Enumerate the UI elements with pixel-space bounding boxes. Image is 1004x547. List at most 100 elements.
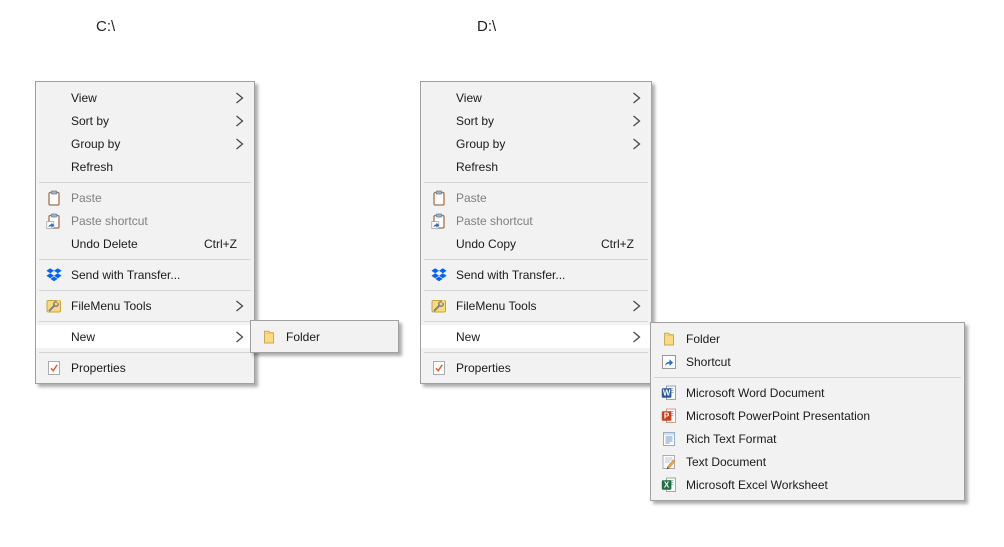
transfer-icon bbox=[431, 267, 447, 283]
icon-placeholder bbox=[46, 329, 62, 345]
icon-placeholder bbox=[431, 90, 447, 106]
chevron-right-icon bbox=[235, 300, 244, 312]
svg-text:P: P bbox=[664, 411, 670, 420]
menu-item-folder[interactable]: Folder bbox=[651, 327, 964, 350]
menu-item-label: Folder bbox=[286, 329, 321, 344]
menu-item-label: FileMenu Tools bbox=[71, 298, 152, 313]
menu-item-label: View bbox=[71, 90, 97, 105]
transfer-icon bbox=[46, 267, 62, 283]
menu-separator bbox=[39, 320, 251, 322]
menu-item-sort-by[interactable]: Sort by bbox=[421, 109, 651, 132]
menu-item-label: New bbox=[71, 329, 96, 344]
new-submenu-c: Folder bbox=[250, 320, 399, 353]
chevron-right-icon bbox=[632, 331, 641, 343]
menu-item-paste: Paste bbox=[421, 186, 651, 209]
menu-item-sort-by[interactable]: Sort by bbox=[36, 109, 254, 132]
paste-shortcut-icon bbox=[431, 213, 447, 229]
menu-separator bbox=[39, 351, 251, 353]
icon-placeholder bbox=[46, 136, 62, 152]
menu-separator bbox=[39, 258, 251, 260]
icon-placeholder bbox=[431, 136, 447, 152]
menu-separator bbox=[424, 258, 648, 260]
word-icon: W bbox=[661, 385, 677, 401]
menu-item-label: Text Document bbox=[686, 454, 767, 469]
chevron-right-icon bbox=[632, 115, 641, 127]
chevron-right-icon bbox=[235, 331, 244, 343]
menu-item-label: View bbox=[456, 90, 482, 105]
menu-item-filemenu-tools[interactable]: FileMenu Tools bbox=[36, 294, 254, 317]
menu-separator bbox=[39, 181, 251, 183]
icon-placeholder bbox=[46, 159, 62, 175]
icon-placeholder bbox=[46, 90, 62, 106]
menu-item-label: Paste bbox=[456, 190, 487, 205]
properties-icon bbox=[46, 360, 62, 376]
menu-item-refresh[interactable]: Refresh bbox=[36, 155, 254, 178]
icon-placeholder bbox=[46, 113, 62, 129]
menu-item-label: Microsoft Word Document bbox=[686, 385, 825, 400]
menu-item-send-with-transfer[interactable]: Send with Transfer... bbox=[421, 263, 651, 286]
menu-item-label: Paste shortcut bbox=[456, 213, 533, 228]
menu-item-label: Undo Delete bbox=[71, 236, 138, 251]
icon-placeholder bbox=[431, 159, 447, 175]
menu-separator bbox=[424, 320, 648, 322]
menu-item-label: Properties bbox=[456, 360, 511, 375]
icon-placeholder bbox=[431, 236, 447, 252]
menu-item-paste-shortcut: Paste shortcut bbox=[36, 209, 254, 232]
menu-item-properties[interactable]: Properties bbox=[36, 356, 254, 379]
properties-icon bbox=[431, 360, 447, 376]
menu-item-properties[interactable]: Properties bbox=[421, 356, 651, 379]
chevron-right-icon bbox=[235, 92, 244, 104]
menu-item-label: FileMenu Tools bbox=[456, 298, 537, 313]
svg-text:W: W bbox=[663, 388, 671, 397]
chevron-right-icon bbox=[632, 92, 641, 104]
menu-item-label: Send with Transfer... bbox=[456, 267, 566, 282]
menu-item-group-by[interactable]: Group by bbox=[36, 132, 254, 155]
menu-item-rich-text-format[interactable]: Rich Text Format bbox=[651, 427, 964, 450]
paste-icon bbox=[46, 190, 62, 206]
menu-item-label: Refresh bbox=[456, 159, 499, 174]
menu-separator bbox=[424, 181, 648, 183]
menu-item-folder[interactable]: Folder bbox=[251, 325, 398, 348]
menu-item-send-with-transfer[interactable]: Send with Transfer... bbox=[36, 263, 254, 286]
rtf-icon bbox=[661, 431, 677, 447]
menu-item-label: Refresh bbox=[71, 159, 114, 174]
menu-item-filemenu-tools[interactable]: FileMenu Tools bbox=[421, 294, 651, 317]
menu-item-view[interactable]: View bbox=[421, 86, 651, 109]
paste-icon bbox=[431, 190, 447, 206]
menu-separator bbox=[39, 289, 251, 291]
menu-item-refresh[interactable]: Refresh bbox=[421, 155, 651, 178]
menu-item-shortcut[interactable]: Shortcut bbox=[651, 350, 964, 373]
folder-icon bbox=[661, 331, 677, 347]
drive-label-c: C:\ bbox=[96, 18, 116, 35]
menu-item-new[interactable]: New bbox=[36, 325, 254, 348]
text-document-icon bbox=[661, 454, 677, 470]
icon-placeholder bbox=[431, 329, 447, 345]
chevron-right-icon bbox=[235, 138, 244, 150]
menu-item-microsoft-excel-worksheet[interactable]: X Microsoft Excel Worksheet bbox=[651, 473, 964, 496]
menu-item-microsoft-word-document[interactable]: W Microsoft Word Document bbox=[651, 381, 964, 404]
powerpoint-icon: P bbox=[661, 408, 677, 424]
chevron-right-icon bbox=[235, 115, 244, 127]
menu-item-group-by[interactable]: Group by bbox=[421, 132, 651, 155]
filemenu-tools-icon bbox=[46, 298, 62, 314]
svg-text:X: X bbox=[664, 480, 670, 489]
menu-item-label: Paste bbox=[71, 190, 102, 205]
menu-item-paste: Paste bbox=[36, 186, 254, 209]
menu-item-new[interactable]: New bbox=[421, 325, 651, 348]
menu-item-label: Microsoft Excel Worksheet bbox=[686, 477, 828, 492]
excel-icon: X bbox=[661, 477, 677, 493]
menu-item-label: Sort by bbox=[71, 113, 110, 128]
menu-item-label: Group by bbox=[71, 136, 121, 151]
shortcut-text: Ctrl+Z bbox=[601, 236, 634, 251]
menu-item-view[interactable]: View bbox=[36, 86, 254, 109]
menu-item-label: Folder bbox=[686, 331, 721, 346]
menu-item-label: Paste shortcut bbox=[71, 213, 148, 228]
folder-icon bbox=[261, 329, 277, 345]
menu-item-text-document[interactable]: Text Document bbox=[651, 450, 964, 473]
